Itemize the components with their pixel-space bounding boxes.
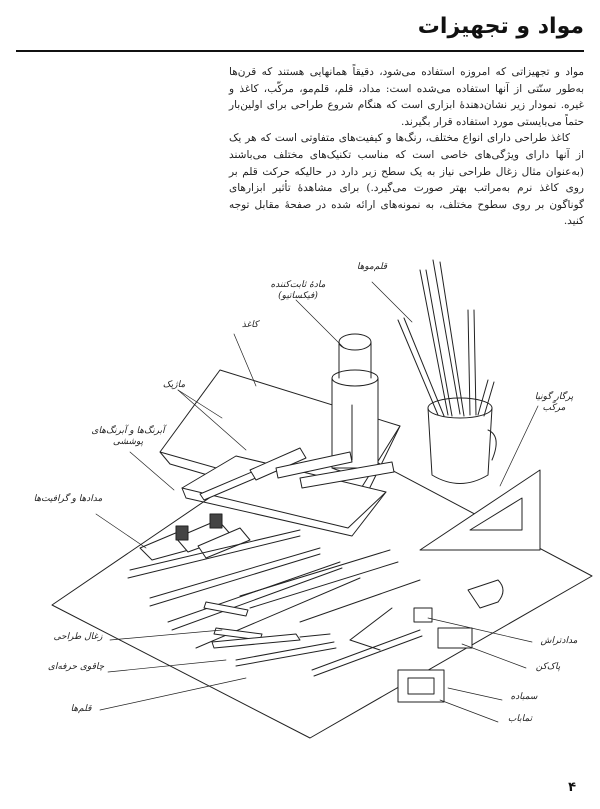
brushes-icon: [397, 259, 495, 417]
brushes-label: قلم‌موها: [356, 262, 388, 272]
compass-icon: [349, 607, 393, 651]
charcoal-label: زغال طراحی: [53, 632, 103, 642]
pens-icon: [235, 629, 423, 677]
page-title: مواد و تجهیزات: [417, 14, 584, 39]
intro-text: مواد و تجهیزاتی که امروزه استفاده می‌شود…: [229, 64, 584, 230]
fixative-can-icon: [331, 333, 379, 474]
pencils-icon: [127, 529, 421, 649]
sharpener-icon: [413, 607, 433, 623]
paper-label: کاغذ: [241, 320, 259, 330]
markers-icon: [199, 447, 395, 501]
sharpener-label: مدادتراش: [540, 636, 578, 646]
blotter-label: تماباب: [507, 714, 533, 724]
leader-lines: [95, 281, 539, 723]
eraser-icon: [437, 627, 473, 649]
eraser-label: پاک‌کن: [535, 662, 561, 672]
pencils-label: مدادها و گرافیت‌ها: [33, 494, 103, 504]
marker-label: ماژیک: [162, 380, 186, 390]
watercolors-label: آبرنگ‌ها و آبرنگ‌های پوششی: [91, 426, 165, 447]
clip-icon: [467, 579, 504, 609]
materials-illustration: قلم‌موها مادهٔ ثابت‌کننده (فیکساتیو) کاغ…: [0, 230, 600, 750]
intro-paragraph: کاغذ طراحی دارای انواع مختلف، رنگ‌ها و ک…: [229, 132, 584, 228]
intro-paragraph: مواد و تجهیزاتی که امروزه استفاده می‌شود…: [229, 66, 584, 128]
blotter-icon: [397, 669, 445, 703]
header-rule: [16, 50, 584, 52]
fixative-label: مادهٔ ثابت‌کننده (فیکساتیو): [270, 280, 326, 301]
craft-knife-icon: [211, 633, 331, 649]
compass-label: پرگار گونیا مرکّب: [534, 392, 574, 413]
pens-label: قلم‌ها: [70, 704, 92, 714]
page-number: ۴: [568, 780, 576, 795]
knife-label: چاقوی حرفه‌ای: [47, 662, 105, 672]
bench-label: سمباده: [510, 692, 538, 702]
